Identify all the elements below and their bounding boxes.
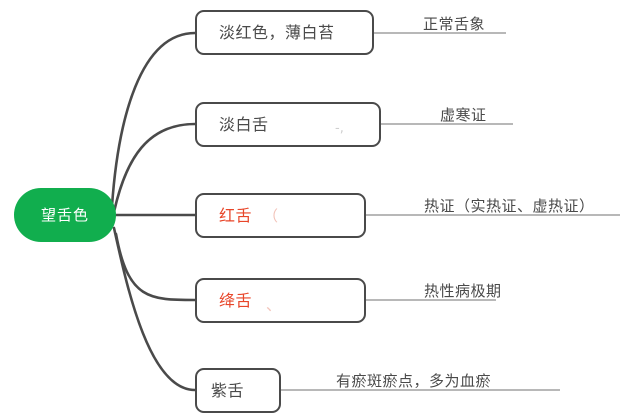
branch-node-3[interactable]: 红舌	[195, 193, 366, 238]
edge-to-branch-5	[112, 226, 197, 392]
edge-to-branch-4	[114, 232, 197, 302]
branch-node-1-label: 淡红色，薄白苔	[219, 22, 335, 42]
branch-node-1[interactable]: 淡红色，薄白苔	[195, 10, 374, 55]
branch-node-4-label: 绛舌	[219, 290, 253, 310]
branch-node-2[interactable]: 淡白舌	[195, 102, 381, 147]
root-node[interactable]: 望舌色	[14, 188, 116, 242]
branch-node-4[interactable]: 绛舌	[195, 278, 366, 323]
branch-node-5-label: 紫舌	[211, 380, 245, 400]
branch-node-3-label: 红舌	[219, 205, 253, 225]
edge-to-branch-2	[112, 122, 197, 214]
leaf-label-3: 热证（实热证、虚热证）	[424, 197, 595, 215]
branch-node-5[interactable]: 紫舌	[195, 368, 281, 413]
root-node-label: 望舌色	[40, 205, 89, 224]
leaf-label-4: 热性病极期	[424, 282, 502, 300]
leaf-label-5: 有瘀斑瘀点，多为血瘀	[336, 372, 492, 390]
branch-node-2-label: 淡白舌	[219, 114, 269, 134]
leaf-label-1: 正常舌象	[423, 15, 486, 33]
edge-to-branch-1	[110, 31, 197, 208]
leaf-label-2: 虚寒证	[440, 106, 487, 124]
